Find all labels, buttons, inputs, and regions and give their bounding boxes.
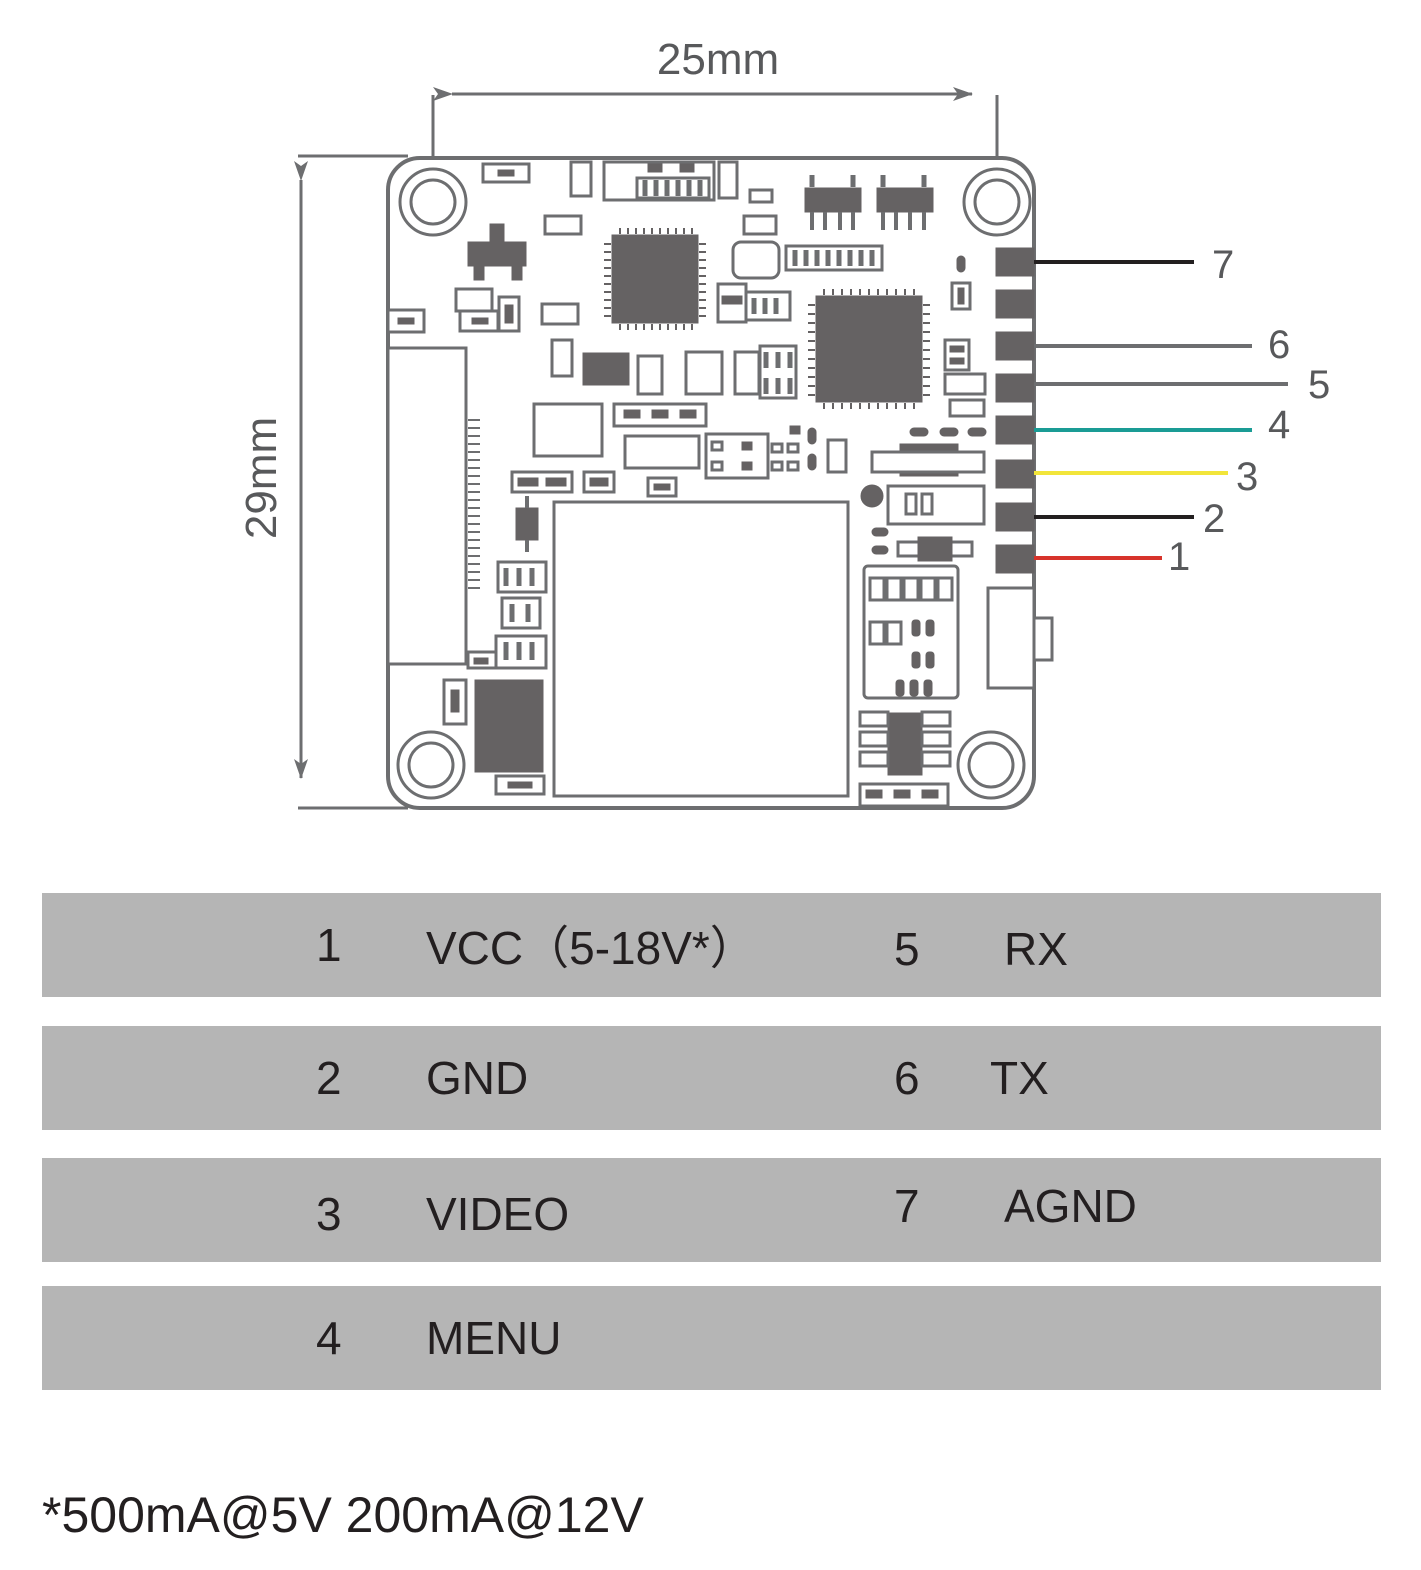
pinout-row: 4 MENU bbox=[42, 1286, 1381, 1390]
wire-label-2: 2 bbox=[1203, 497, 1225, 541]
wire-label-5: 5 bbox=[1308, 363, 1330, 407]
pin-header bbox=[995, 247, 1035, 574]
pin-number: 3 bbox=[316, 1188, 342, 1240]
pin-number: 4 bbox=[316, 1312, 342, 1364]
pinout-row: 1 VCC（5-18V*） 5 RX bbox=[42, 893, 1381, 997]
pinout-row: 2 GND 6 TX bbox=[42, 1026, 1381, 1130]
component-group bbox=[386, 160, 1054, 808]
pin-function: VIDEO bbox=[426, 1188, 570, 1240]
wire-label-1: 1 bbox=[1168, 535, 1190, 579]
width-dimension: 25mm bbox=[431, 35, 999, 200]
pin-function: TX bbox=[990, 1052, 1049, 1104]
pin-function: AGND bbox=[1004, 1180, 1137, 1232]
wire-label-3: 3 bbox=[1236, 455, 1258, 499]
pin-number: 6 bbox=[894, 1052, 920, 1104]
pin-number: 5 bbox=[894, 923, 920, 975]
pin-number: 1 bbox=[316, 919, 342, 971]
mounting-hole-icon bbox=[396, 167, 1032, 800]
wire-label-4: 4 bbox=[1268, 403, 1290, 447]
current-footnote: *500mA@5V 200mA@12V bbox=[42, 1487, 644, 1543]
wires bbox=[1034, 260, 1288, 560]
height-dimension-label: 29mm bbox=[237, 417, 286, 539]
height-dimension: 29mm bbox=[237, 154, 408, 810]
width-dimension-label: 25mm bbox=[657, 35, 779, 84]
wire-label-6: 6 bbox=[1268, 323, 1290, 367]
pinout-row: 3 VIDEO 7 AGND bbox=[42, 1158, 1381, 1262]
pin-number: 2 bbox=[316, 1052, 342, 1104]
wire-labels: 7 6 5 4 3 2 1 bbox=[1168, 243, 1330, 579]
pin-function: RX bbox=[1004, 923, 1068, 975]
pin-function: GND bbox=[426, 1052, 529, 1104]
pin-number: 7 bbox=[894, 1180, 920, 1232]
pin-function: VCC（5-18V*） bbox=[426, 922, 756, 974]
wire-label-7: 7 bbox=[1212, 243, 1234, 287]
pcb-dimension-diagram: 25mm 29mm bbox=[237, 35, 1330, 810]
pin-function: MENU bbox=[426, 1312, 562, 1364]
